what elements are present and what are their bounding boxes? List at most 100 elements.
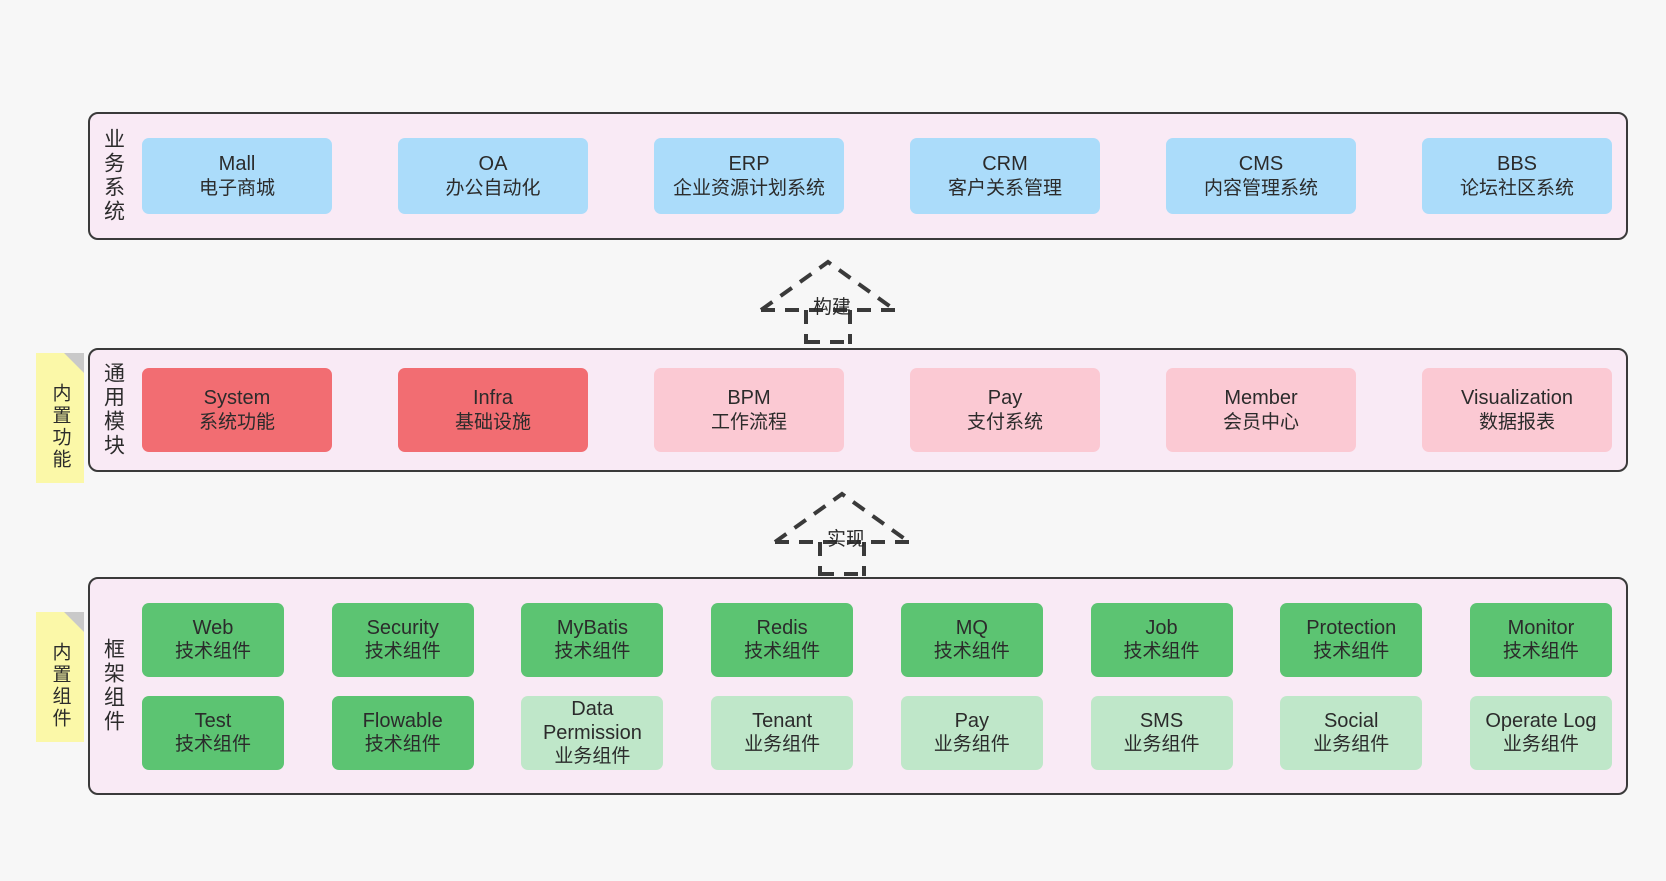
- node-title: Mall: [218, 153, 256, 176]
- node-subtitle: 内容管理系统: [1203, 177, 1318, 199]
- node-subtitle: 电子商城: [198, 177, 275, 199]
- node-subtitle: 基础设施: [454, 411, 531, 433]
- node-cms[interactable]: CMS 内容管理系统: [1166, 138, 1356, 214]
- node-title: Operate Log: [1485, 709, 1597, 732]
- node-subtitle: 业务组件: [933, 734, 1010, 756]
- node-erp[interactable]: ERP 企业资源计划系统: [654, 138, 844, 214]
- node-oa[interactable]: OA 办公自动化: [398, 138, 588, 214]
- node-subtitle: 技术组件: [1123, 641, 1200, 663]
- node-subtitle: 工作流程: [710, 411, 787, 433]
- node-mybatis[interactable]: MyBatis 技术组件: [521, 602, 664, 677]
- node-title: SMS: [1139, 709, 1184, 732]
- layer-common-modules: 通用模块 System 系统功能 Infra 基础设施 BPM 工作流程 Pay…: [88, 348, 1628, 472]
- node-subtitle: 系统功能: [198, 411, 275, 433]
- node-title: System: [203, 387, 271, 410]
- node-subtitle: 数据报表: [1478, 411, 1555, 433]
- node-mq[interactable]: MQ 技术组件: [900, 602, 1043, 677]
- layer-label-framework-components: 框架组件: [101, 638, 125, 734]
- node-redis[interactable]: Redis 技术组件: [711, 602, 854, 677]
- node-infra[interactable]: Infra 基础设施: [398, 368, 588, 452]
- node-subtitle: 技术组件: [1502, 641, 1579, 663]
- node-title: Security: [366, 616, 439, 639]
- node-protection[interactable]: Protection 技术组件: [1280, 602, 1423, 677]
- node-subtitle: 支付系统: [966, 411, 1043, 433]
- connector-label-implement: 实现: [827, 529, 866, 550]
- node-title: MQ: [955, 616, 988, 639]
- node-system[interactable]: System 系统功能: [142, 368, 332, 452]
- node-monitor[interactable]: Monitor 技术组件: [1469, 602, 1612, 677]
- node-subtitle: 业务组件: [1313, 734, 1390, 756]
- node-title: Tenant: [752, 709, 813, 732]
- node-title: ERP: [728, 153, 770, 176]
- sticky-note-label: 内置组件: [49, 642, 71, 730]
- node-title: Data Permission: [542, 697, 642, 744]
- node-bbs[interactable]: BBS 论坛社区系统: [1422, 138, 1612, 214]
- node-visualization[interactable]: Visualization 数据报表: [1422, 368, 1612, 452]
- node-title: Pay: [954, 709, 990, 732]
- fold-corner-icon: [64, 612, 84, 632]
- implement-arrow-icon: [773, 491, 911, 576]
- node-title: CRM: [982, 153, 1028, 176]
- node-sms[interactable]: SMS 业务组件: [1090, 695, 1233, 770]
- node-title: Pay: [987, 387, 1023, 410]
- node-title: Social: [1323, 709, 1379, 732]
- node-subtitle: 技术组件: [1313, 641, 1390, 663]
- node-title: Protection: [1306, 616, 1397, 639]
- node-web[interactable]: Web 技术组件: [142, 602, 284, 677]
- fold-corner-icon: [64, 353, 84, 373]
- node-subtitle: 技术组件: [744, 641, 821, 663]
- node-social[interactable]: Social 业务组件: [1280, 695, 1423, 770]
- layer-body-framework-components: Web 技术组件 Security 技术组件 MyBatis 技术组件 Redi…: [136, 579, 1626, 793]
- node-job[interactable]: Job 技术组件: [1090, 602, 1233, 677]
- node-subtitle: 技术组件: [174, 734, 251, 756]
- node-data-permission[interactable]: Data Permission 业务组件: [521, 695, 664, 770]
- layer-body-business-systems: Mall 电子商城 OA 办公自动化 ERP 企业资源计划系统 CRM 客户关系…: [136, 114, 1626, 238]
- node-title: OA: [478, 153, 508, 176]
- layer-row: Test 技术组件 Flowable 技术组件 Data Permission …: [142, 695, 1612, 770]
- node-security[interactable]: Security 技术组件: [331, 602, 474, 677]
- node-subtitle: 技术组件: [174, 641, 251, 663]
- node-flowable[interactable]: Flowable 技术组件: [331, 695, 474, 770]
- node-subtitle: 技术组件: [364, 734, 441, 756]
- node-mall[interactable]: Mall 电子商城: [142, 138, 332, 214]
- node-title: Test: [194, 709, 232, 732]
- node-subtitle: 会员中心: [1222, 411, 1299, 433]
- node-subtitle: 客户关系管理: [947, 177, 1062, 199]
- sticky-note-label: 内置功能: [49, 383, 71, 471]
- node-title: Infra: [472, 387, 514, 410]
- node-title: CMS: [1238, 153, 1284, 176]
- node-subtitle: 业务组件: [744, 734, 821, 756]
- node-crm[interactable]: CRM 客户关系管理: [910, 138, 1100, 214]
- layer-label-business-systems: 业务系统: [101, 128, 125, 224]
- node-pay-component[interactable]: Pay 业务组件: [900, 695, 1043, 770]
- build-arrow-icon: [759, 259, 897, 344]
- node-tenant[interactable]: Tenant 业务组件: [711, 695, 854, 770]
- layer-business-systems: 业务系统 Mall 电子商城 OA 办公自动化 ERP 企业资源计划系统 CRM…: [88, 112, 1628, 240]
- node-operate-log[interactable]: Operate Log 业务组件: [1469, 695, 1612, 770]
- node-subtitle: 业务组件: [554, 746, 631, 768]
- node-member[interactable]: Member 会员中心: [1166, 368, 1356, 452]
- node-bpm[interactable]: BPM 工作流程: [654, 368, 844, 452]
- node-subtitle: 论坛社区系统: [1459, 177, 1574, 199]
- node-title: Redis: [756, 616, 808, 639]
- layer-label-common-modules: 通用模块: [101, 362, 125, 458]
- layer-framework-components: 框架组件 Web 技术组件 Security 技术组件 MyBatis 技术组件…: [88, 577, 1628, 795]
- layer-row: Web 技术组件 Security 技术组件 MyBatis 技术组件 Redi…: [142, 602, 1612, 677]
- connector-label-build: 构建: [813, 297, 852, 318]
- node-subtitle: 技术组件: [364, 641, 441, 663]
- connector-implement: 实现: [772, 490, 912, 576]
- node-title: BPM: [727, 387, 771, 410]
- sticky-note-builtin-features: 内置功能: [36, 353, 84, 483]
- layer-row: Mall 电子商城 OA 办公自动化 ERP 企业资源计划系统 CRM 客户关系…: [142, 138, 1612, 214]
- node-pay[interactable]: Pay 支付系统: [910, 368, 1100, 452]
- connector-build: 构建: [758, 258, 898, 344]
- node-subtitle: 企业资源计划系统: [672, 177, 825, 199]
- node-title: BBS: [1496, 153, 1538, 176]
- node-test[interactable]: Test 技术组件: [142, 695, 284, 770]
- layer-row: System 系统功能 Infra 基础设施 BPM 工作流程 Pay 支付系统…: [142, 368, 1612, 452]
- node-title: MyBatis: [556, 616, 628, 639]
- node-subtitle: 业务组件: [1123, 734, 1200, 756]
- node-title: Job: [1145, 616, 1178, 639]
- node-subtitle: 技术组件: [554, 641, 631, 663]
